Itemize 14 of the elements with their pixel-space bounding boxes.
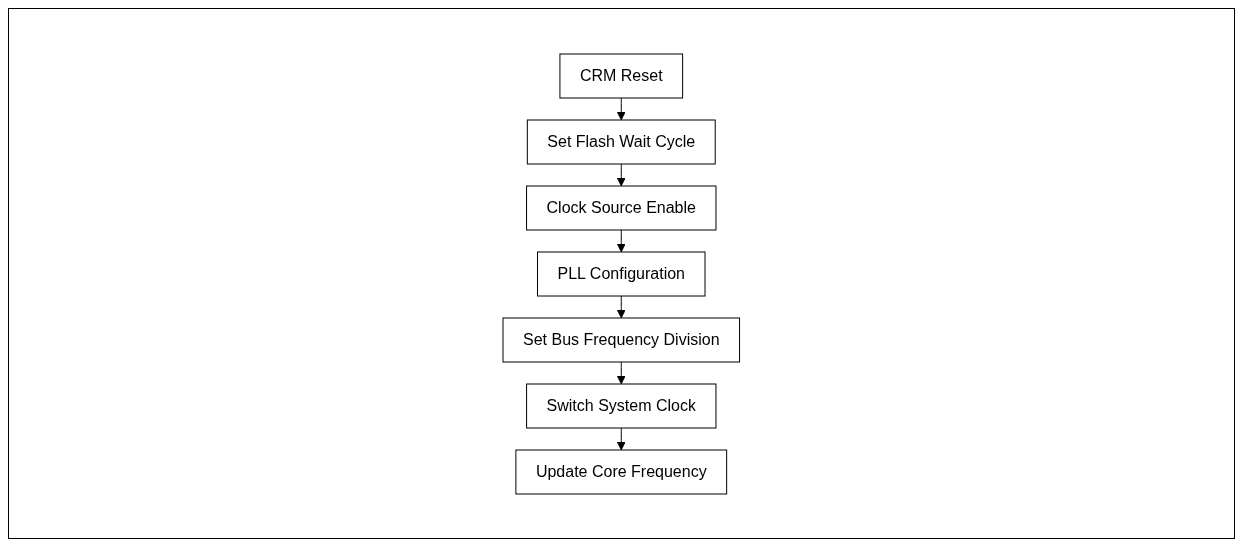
arrow (617, 427, 626, 450)
node-box (502, 317, 741, 362)
arrow (617, 163, 626, 186)
arrow (617, 295, 626, 318)
diagram-frame: CRM Reset Set Flash Wait Cycle Clock Source Enable PLL Configuration Set Bus Frequency Division Switch System Clock Update Core Frequency (8, 8, 1235, 539)
arrow (617, 361, 626, 384)
node-box (526, 383, 717, 428)
node-box (527, 119, 716, 164)
arrow (617, 229, 626, 252)
node-box (515, 449, 728, 494)
node-box (537, 251, 706, 296)
node-box (559, 53, 684, 98)
node-box (526, 185, 717, 230)
arrow (617, 97, 626, 120)
